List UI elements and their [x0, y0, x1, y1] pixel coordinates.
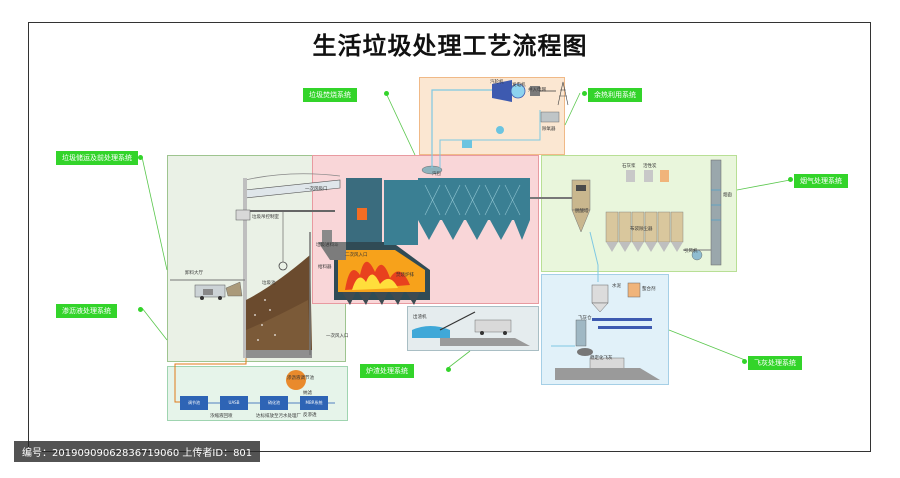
leachate-step-5: 纳滤 [303, 391, 312, 396]
waste-heat-boiler [384, 165, 572, 245]
annot-grate: 焚烧炉排 [396, 273, 414, 278]
annot-chelate: 螯合剂 [642, 287, 656, 292]
slag-equipment [412, 311, 530, 346]
annot-chimney: 烟囱 [723, 193, 732, 198]
annot-ash-truck: 稳定化飞灰 [590, 356, 613, 361]
leachate-step-4: MBR系统 [300, 396, 328, 410]
annot-lime: 石灰浆 [622, 164, 636, 169]
annot-pit: 垃圾池 [262, 281, 276, 286]
dot-heat [582, 91, 587, 96]
furnace [318, 178, 430, 305]
annot-bag-filter: 布袋除尘器 [630, 227, 653, 232]
leachate-end: 达标排放至污水处理厂 [256, 414, 301, 419]
label-slag: 炉渣处理系统 [360, 364, 414, 378]
annot-ash-silo: 飞灰仓 [578, 316, 592, 321]
dot-incineration [384, 91, 389, 96]
annot-slag-conveyor: 出渣机 [413, 315, 427, 320]
waste-pit-building [170, 173, 341, 358]
annot-leach-pool: 渗沥液调节池 [287, 376, 314, 381]
leachate-tank: 浓缩液回喷 [210, 414, 233, 419]
label-flue: 烟气处理系统 [794, 174, 848, 188]
dot-flue [788, 177, 793, 182]
annot-crane: 垃圾吊控制室 [252, 215, 279, 220]
leachate-step-3: 硝化池 [260, 396, 288, 410]
dot-leachate [138, 307, 143, 312]
annot-primary-air: 一次风入口 [326, 334, 349, 339]
annot-secondary-air: 二次风入口 [345, 253, 368, 258]
annot-carbon: 活性炭 [643, 164, 657, 169]
dot-flyash [742, 359, 747, 364]
watermark-id: 编号：20190909062836719060 上传者ID：801 [14, 441, 261, 462]
annot-grid: 并入电网 [528, 88, 546, 93]
annot-turbine: 汽轮机 [490, 80, 504, 85]
leachate-step-6: 反渗透 [303, 413, 317, 418]
annot-cement: 水泥 [612, 284, 621, 289]
leachate-step-1: 调节池 [180, 396, 208, 410]
dot-slag [446, 367, 451, 372]
turbine-set [431, 80, 569, 168]
diagram-title: 生活垃圾处理工艺流程图 [312, 32, 588, 60]
fly-ash-equipment [551, 282, 660, 380]
annot-generator: 发电机 [512, 83, 526, 88]
label-leachate: 渗沥液处理系统 [56, 304, 117, 318]
label-incineration: 垃圾焚烧系统 [303, 88, 357, 102]
annot-water-tank: 除氧器 [542, 127, 556, 132]
annot-steam: 汽包 [432, 172, 441, 177]
annot-hopper: 垃圾进料斗 [316, 243, 339, 248]
label-flyash: 飞灰处理系统 [748, 356, 802, 370]
label-heat: 余热利用系统 [588, 88, 642, 102]
annot-tower: 脱酸塔 [575, 209, 589, 214]
annot-fan: 引风机 [684, 249, 698, 254]
dot-collection [138, 155, 143, 160]
label-collection: 垃圾储运及前处理系统 [56, 151, 138, 165]
annot-deodor: 一次风吸口 [305, 187, 328, 192]
leachate-step-2: UASB [220, 396, 248, 410]
annot-unload: 卸料大厅 [185, 271, 203, 276]
zone-leachate [167, 366, 348, 421]
annot-feeder: 给料器 [318, 265, 332, 270]
flue-gas-equipment [571, 159, 722, 282]
